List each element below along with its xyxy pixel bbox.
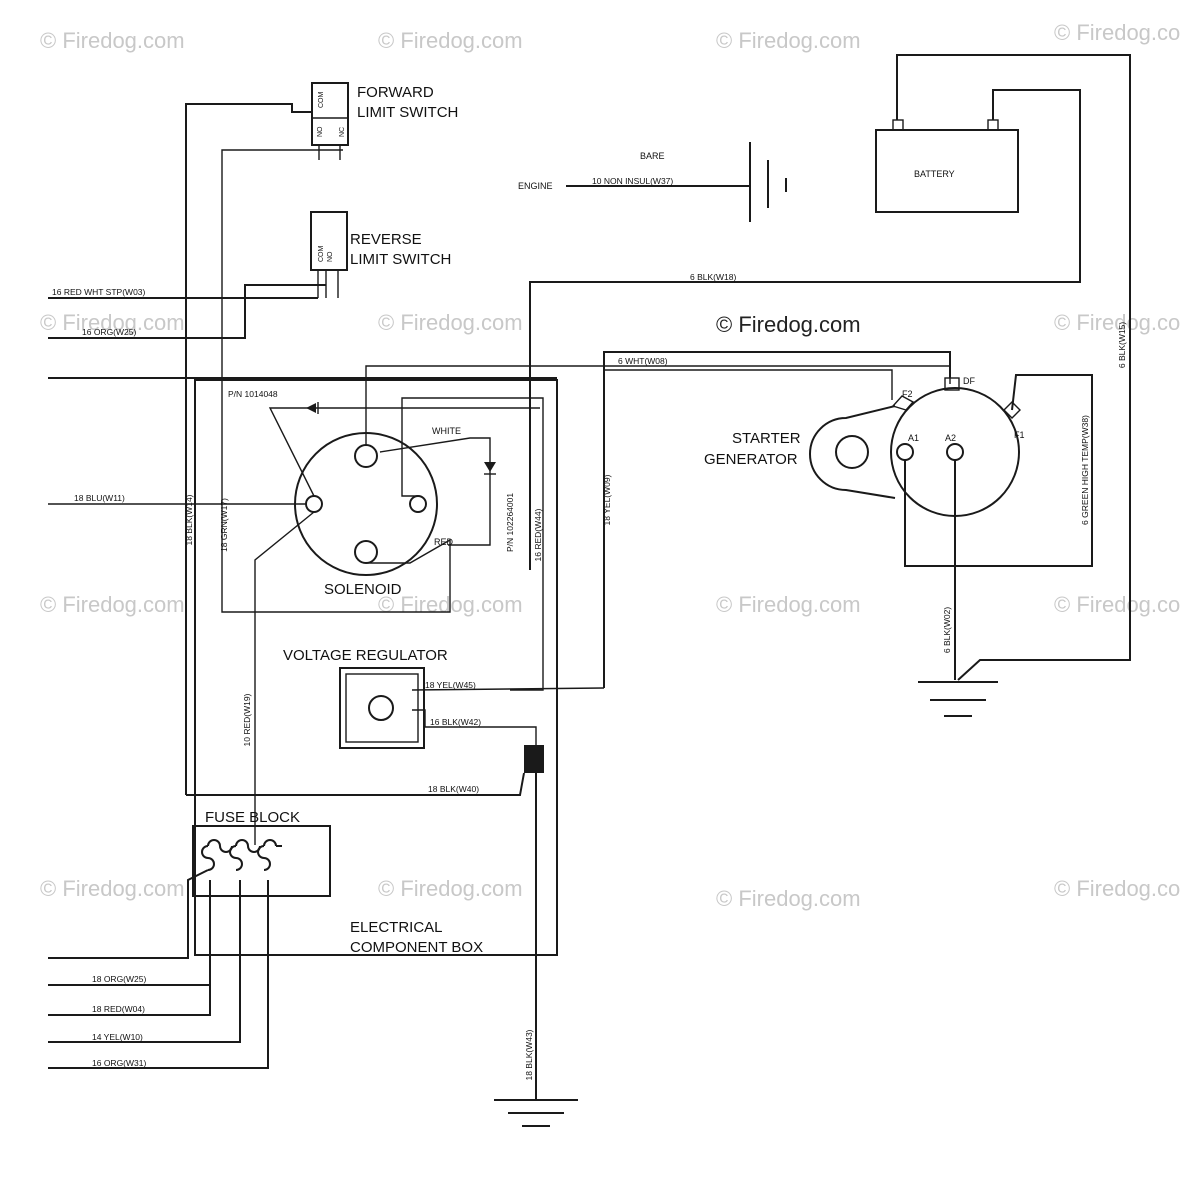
forward-switch-label-1: FORWARD [357,84,434,101]
watermark-large: © Firedog.com [716,312,861,337]
watermark: © Firedog.com [1054,592,1180,617]
component-box-label-2: COMPONENT BOX [350,939,483,956]
battery: BATTERY [875,119,1019,213]
forward-switch-label-2: LIMIT SWITCH [357,104,458,121]
red-label: RED [434,537,454,547]
watermark: © Firedog.com [40,876,185,901]
wire-label-w42: 16 BLK(W42) [430,717,481,727]
reverse-switch-label-2: LIMIT SWITCH [350,251,451,268]
wire-label-w14: 18 BLK(W14) [184,494,194,545]
wire-label-w11: 18 BLU(W11) [74,493,125,503]
starter-generator: F2 DF F1 A1 A2 STARTER GENERATOR 6 WHT(W… [603,351,1093,688]
battery-wiring: 6 BLK(W18) 6 BLK(W15) [529,54,1131,681]
component-box-label-1: ELECTRICAL [350,919,443,936]
fuse-block: FUSE BLOCK [192,809,331,897]
fuse-feed-wires: 18 ORG(W25) 18 RED(W04) 14 YEL(W10) 16 O… [48,869,269,1069]
switch-com-label: COM [318,246,325,263]
generator-ground [918,681,998,717]
wire-label-w03: 16 RED WHT STP(W03) [52,287,146,297]
solenoid: SOLENOID WHITE RED P/N 1014048 P/N 10226… [48,149,951,845]
watermark: © Firedog.com [40,592,185,617]
wire-label-w45: 18 YEL(W45) [425,680,476,690]
reverse-limit-switch: COM NO REVERSE LIMIT SWITCH [310,211,451,298]
white-label: WHITE [432,426,461,436]
terminal-f1: F1 [1014,430,1025,440]
left-wires: 16 RED WHT STP(W03) 16 ORG(W25) 18 BLU(W… [48,103,612,795]
switch-com-label: COM [318,92,325,109]
wire-label-w04: 18 RED(W04) [92,1004,145,1014]
voltage-regulator: VOLTAGE REGULATOR 18 YEL(W45) 16 BLK(W42… [283,647,605,749]
terminal-f2: F2 [902,389,913,399]
terminal-a2: A2 [945,433,956,443]
wire-label-w40: 18 BLK(W40) [428,784,479,794]
wire-label-w44: 16 RED(W44) [533,508,543,561]
watermark: © Firedog.com [716,592,861,617]
wire-label-w10: 14 YEL(W10) [92,1032,143,1042]
wire-label-w18: 6 BLK(W18) [690,272,736,282]
watermark: © Firedog.com [1054,20,1180,45]
watermark-grid: © Firedog.com © Firedog.com © Firedog.co… [40,20,1180,911]
wire-label-w15: 6 BLK(W15) [1117,322,1127,368]
starter-generator-label-1: STARTER [732,430,801,447]
watermark: © Firedog.com [716,28,861,53]
terminal-df: DF [963,376,975,386]
wire-label-w38: 6 GREEN HIGH TEMP(W38) [1080,415,1090,525]
wire-label-w37: 10 NON INSUL(W37) [592,176,673,186]
watermark: © Firedog.com [40,28,185,53]
watermark: © Firedog.com [40,310,185,335]
wire-label-w08: 6 WHT(W08) [618,356,668,366]
terminal-a1: A1 [908,433,919,443]
wire-label-w25-top: 16 ORG(W25) [82,327,136,337]
fuse-block-label: FUSE BLOCK [205,809,300,826]
switch-no-label: NO [317,126,324,137]
wire-label-w17: 18 GRN(W17) [219,498,229,552]
watermark: © Firedog.com [1054,876,1180,901]
bare-label: BARE [640,151,665,161]
wire-label-w31: 16 ORG(W31) [92,1058,146,1068]
pn-diode-1: P/N 1014048 [228,389,278,399]
starter-generator-label-2: GENERATOR [704,451,798,468]
reverse-switch-label-1: REVERSE [350,231,422,248]
electrical-component-box [194,379,558,956]
pn-diode-2: P/N 102264001 [505,493,515,552]
watermark: © Firedog.com [716,886,861,911]
engine-ground: BARE ENGINE 10 NON INSUL(W37) [518,142,787,222]
battery-label: BATTERY [914,169,955,179]
watermark: © Firedog.com [378,310,523,335]
wire-label-w09: 18 YEL(W09) [602,474,612,525]
wire-label-w25-bottom: 18 ORG(W25) [92,974,146,984]
wire-label-w19: 10 RED(W19) [242,693,252,746]
watermark: © Firedog.com [378,876,523,901]
solenoid-label: SOLENOID [324,581,402,598]
ground-connector: 18 BLK(W40) 18 BLK(W43) [186,745,578,1127]
switch-no-label: NO [327,251,334,262]
voltage-regulator-label: VOLTAGE REGULATOR [283,647,448,664]
watermark: © Firedog.com [1054,310,1180,335]
watermark: © Firedog.com [378,28,523,53]
wire-label-w02: 6 BLK(W02) [942,607,952,653]
engine-label: ENGINE [518,181,553,191]
forward-limit-switch: COM NO NC FORWARD LIMIT SWITCH [311,82,458,160]
wire-label-w43: 18 BLK(W43) [524,1029,534,1080]
switch-nc-label: NC [339,127,346,137]
